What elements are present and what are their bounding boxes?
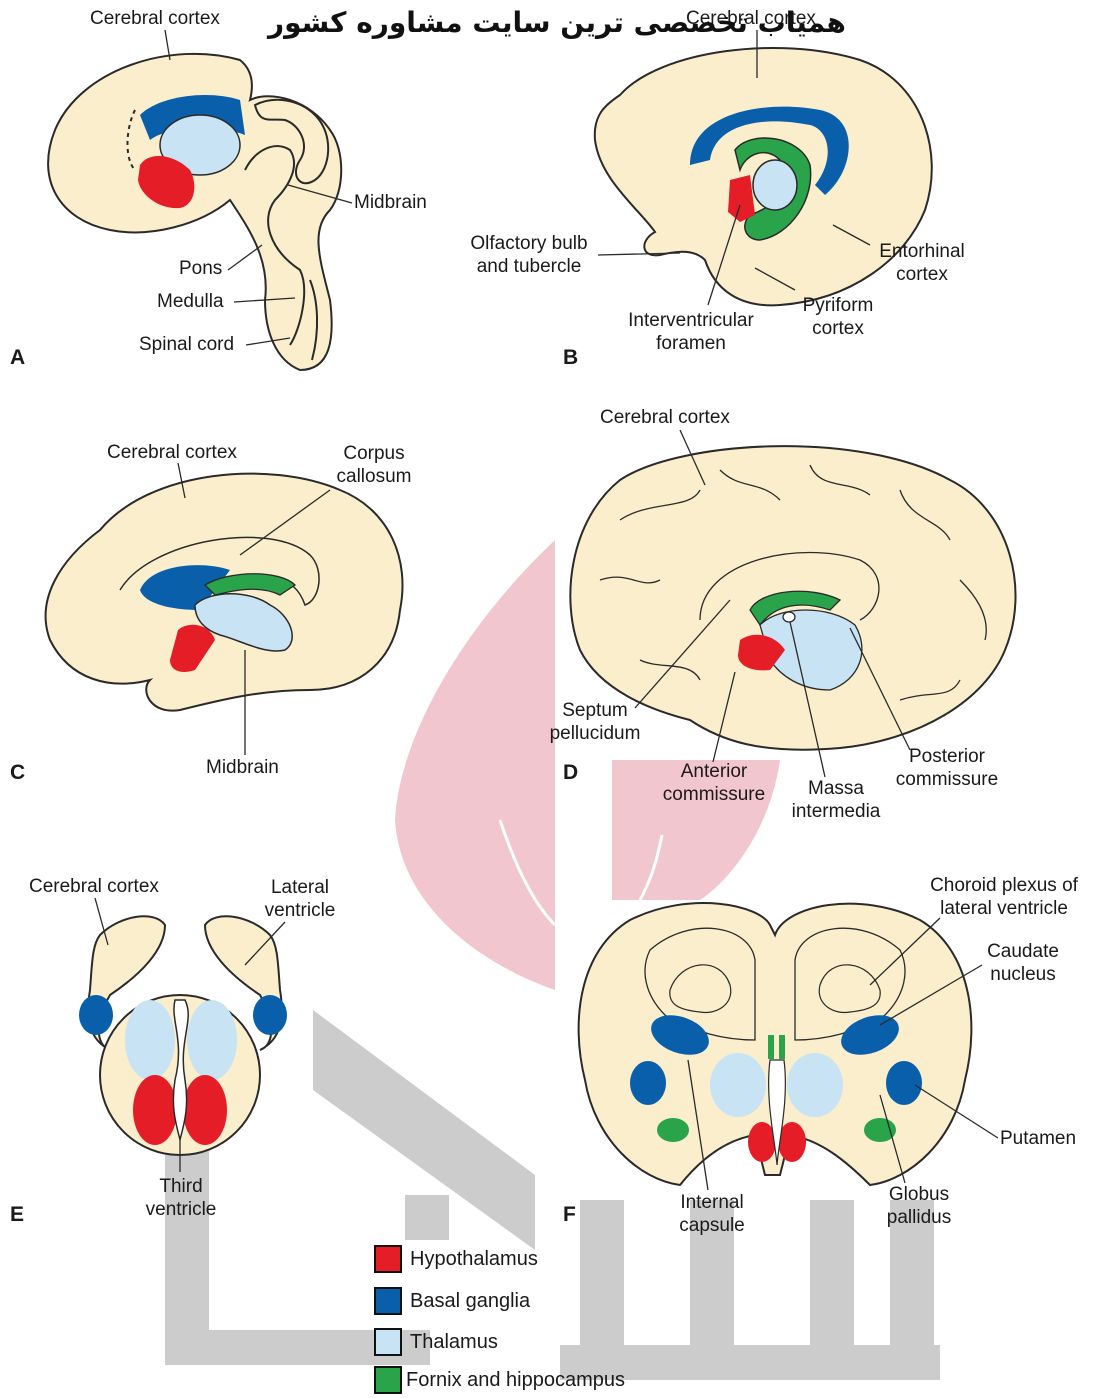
panel-f-hippocampus-right bbox=[864, 1118, 896, 1142]
label-f-caudate-line1: Caudate bbox=[980, 940, 1066, 963]
label-f-globus-line2: pallidus bbox=[880, 1206, 958, 1229]
legend-swatch-fornix bbox=[374, 1366, 402, 1394]
panel-f-thalamus-right bbox=[787, 1053, 843, 1117]
label-f-caudate-line2: nucleus bbox=[980, 963, 1066, 986]
legend-swatch-basal-ganglia bbox=[374, 1287, 402, 1315]
label-f-putamen: Putamen bbox=[1000, 1127, 1076, 1150]
legend-label-thalamus: Thalamus bbox=[410, 1331, 498, 1354]
panel-f-putamen-left bbox=[630, 1061, 666, 1105]
label-f-caudate-nucleus: Caudate nucleus bbox=[980, 940, 1066, 986]
label-f-internal-capsule: Internal capsule bbox=[673, 1191, 751, 1237]
panel-f-hippocampus-left bbox=[657, 1118, 689, 1142]
panel-letter-f: F bbox=[563, 1203, 576, 1227]
label-f-globus-pallidus: Globus pallidus bbox=[880, 1183, 958, 1229]
legend-label-hypothalamus: Hypothalamus bbox=[410, 1248, 538, 1271]
label-f-choroid-line2: lateral ventricle bbox=[918, 897, 1090, 920]
label-f-internal-line2: capsule bbox=[673, 1214, 751, 1237]
panel-f-fornix-right bbox=[779, 1035, 785, 1059]
label-f-choroid-plexus: Choroid plexus of lateral ventricle bbox=[918, 874, 1090, 920]
label-f-internal-line1: Internal bbox=[673, 1191, 751, 1214]
legend-label-fornix: Fornix and hippocampus bbox=[406, 1369, 625, 1392]
legend-swatch-thalamus bbox=[374, 1328, 402, 1356]
label-f-choroid-line1: Choroid plexus of bbox=[918, 874, 1090, 897]
legend-swatch-hypothalamus bbox=[374, 1245, 402, 1273]
label-f-globus-line1: Globus bbox=[880, 1183, 958, 1206]
panel-f-putamen-right bbox=[886, 1061, 922, 1105]
panel-f-fornix-left bbox=[768, 1035, 774, 1059]
legend-label-basal-ganglia: Basal ganglia bbox=[410, 1290, 530, 1313]
panel-f-thalamus-left bbox=[710, 1053, 766, 1117]
